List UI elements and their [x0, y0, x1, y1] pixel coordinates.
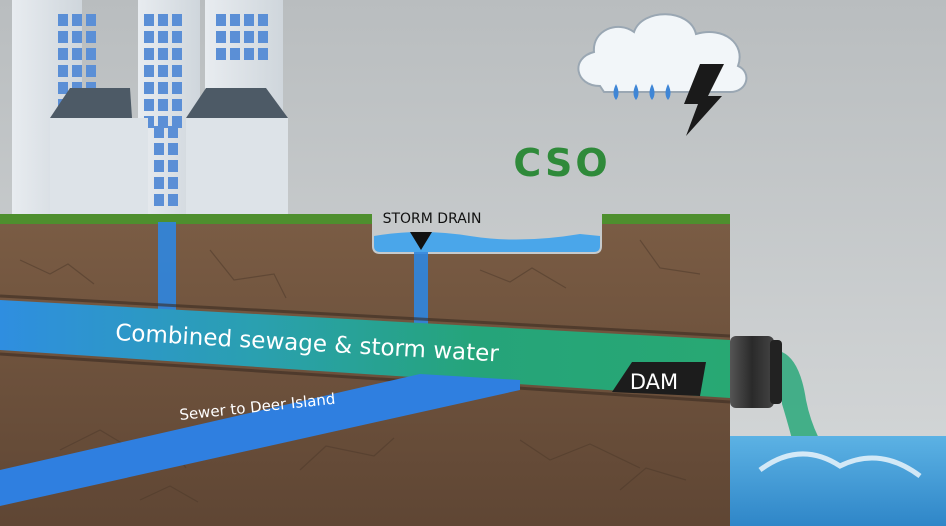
building-window — [86, 31, 96, 43]
building-window — [230, 31, 240, 43]
building-window — [230, 48, 240, 60]
building-window — [72, 14, 82, 26]
building-window — [58, 48, 68, 60]
building-downpipe — [158, 222, 176, 318]
building-window — [172, 48, 182, 60]
storm-drain-downpipe — [414, 252, 428, 334]
storm-drain-label: STORM DRAIN — [383, 211, 482, 227]
harbor-splash — [758, 451, 922, 479]
building-window — [216, 14, 226, 26]
building-icon — [12, 0, 288, 216]
building-window — [58, 82, 68, 94]
building-window — [154, 143, 164, 155]
combined-pipe — [0, 300, 730, 398]
harbor-water — [730, 436, 946, 526]
building-window — [168, 177, 178, 189]
building-window — [258, 48, 268, 60]
building-window — [144, 82, 154, 94]
building-window — [144, 99, 154, 111]
building-window — [154, 194, 164, 206]
building-window — [244, 48, 254, 60]
building-window — [158, 65, 168, 77]
building-window — [172, 31, 182, 43]
building-window — [258, 31, 268, 43]
building-window — [172, 82, 182, 94]
building-window — [258, 14, 268, 26]
sewer-pipe — [0, 374, 520, 506]
building-window — [86, 14, 96, 26]
building-window — [144, 116, 154, 128]
building-window — [144, 65, 154, 77]
combined-pipe-outline — [0, 294, 731, 404]
building-window — [144, 14, 154, 26]
diagram-title: CSO — [513, 141, 610, 185]
building-window — [154, 160, 164, 172]
building-window — [154, 177, 164, 189]
building-window — [158, 99, 168, 111]
building-window — [172, 65, 182, 77]
building-window — [154, 126, 164, 138]
building-window — [58, 14, 68, 26]
storm-drain-marker — [410, 232, 432, 250]
building-window — [72, 31, 82, 43]
building-window — [144, 48, 154, 60]
grass — [0, 214, 730, 224]
dam-label: DAM — [630, 370, 678, 394]
building-window — [158, 48, 168, 60]
building-window — [230, 14, 240, 26]
building-window — [58, 31, 68, 43]
building-window — [158, 82, 168, 94]
outfall-pipe-icon — [730, 336, 782, 408]
building-window — [86, 65, 96, 77]
storm-drain-water — [374, 232, 600, 252]
building-window — [158, 14, 168, 26]
building-window — [244, 14, 254, 26]
building-window — [172, 14, 182, 26]
building-window — [168, 143, 178, 155]
building-window — [172, 116, 182, 128]
building-window — [72, 65, 82, 77]
building-window — [216, 31, 226, 43]
dam-block — [612, 362, 706, 396]
building-window — [58, 65, 68, 77]
building-window — [244, 31, 254, 43]
building-window — [158, 116, 168, 128]
building-window — [216, 48, 226, 60]
building-window — [144, 31, 154, 43]
building-window — [172, 99, 182, 111]
building-window — [86, 48, 96, 60]
building-window — [168, 160, 178, 172]
lightning-bolt-icon — [684, 64, 724, 136]
rain-drop-icon — [613, 84, 671, 100]
building-window — [168, 126, 178, 138]
building-window — [72, 48, 82, 60]
building-window — [158, 31, 168, 43]
building-window — [168, 194, 178, 206]
